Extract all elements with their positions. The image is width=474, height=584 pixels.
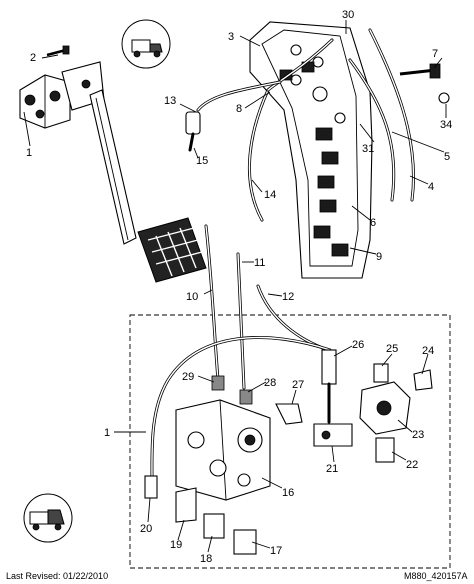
brake-pedal-pad (137, 217, 207, 283)
callout-31: 31 (362, 143, 374, 155)
callout-12: 12 (282, 291, 294, 303)
bolt-part-7 (399, 63, 441, 79)
bolt-part-2 (46, 45, 70, 57)
fitting-29 (211, 375, 225, 391)
air-lines-upper (247, 28, 416, 222)
callout-6: 6 (370, 217, 376, 229)
line-part-13 (185, 80, 282, 152)
callout-1-lower: 1 (104, 427, 110, 439)
callout-labels: 2 1 3 30 7 34 13 8 31 5 15 4 14 6 9 11 1… (26, 9, 452, 565)
leader-lines (23, 20, 447, 553)
brake-pedal-arm (89, 89, 137, 245)
callout-3: 3 (228, 31, 234, 43)
brake-valve-pedal-bracket (19, 61, 105, 129)
callout-16: 16 (282, 487, 294, 499)
fitting-17 (233, 529, 257, 555)
fitting-18 (203, 513, 225, 539)
nut-part-34 (438, 92, 450, 104)
fitting-22 (375, 437, 395, 463)
fitting-20 (144, 475, 158, 499)
callout-17: 17 (270, 545, 282, 557)
callout-2: 2 (30, 52, 36, 64)
callout-11: 11 (254, 257, 265, 269)
elbow-19 (175, 487, 197, 523)
truck-thumbnail-bottom (23, 493, 73, 543)
callout-30: 30 (342, 9, 354, 21)
callout-14: 14 (264, 189, 276, 201)
callout-15: 15 (196, 155, 208, 167)
callout-18: 18 (200, 553, 212, 565)
callout-29: 29 (182, 371, 194, 383)
callout-24: 24 (422, 345, 434, 357)
callout-25: 25 (386, 343, 398, 355)
callout-13: 13 (164, 95, 176, 107)
callout-20: 20 (140, 523, 152, 535)
valve-26 (321, 349, 337, 424)
elbow-fitting-27 (275, 403, 303, 425)
fitting-28 (239, 389, 253, 405)
callout-8: 8 (236, 103, 242, 115)
callout-27: 27 (292, 379, 304, 391)
elbow-24 (413, 369, 433, 391)
callout-22: 22 (406, 459, 418, 471)
callout-10: 10 (186, 291, 198, 303)
callout-34: 34 (440, 119, 452, 131)
callout-23: 23 (412, 429, 424, 441)
callout-21: 21 (326, 463, 338, 475)
manifold-fittings (279, 61, 349, 257)
mounting-plate-manifold (249, 21, 373, 279)
callout-4: 4 (428, 181, 434, 193)
brake-valve-lower-16 (175, 399, 271, 501)
callout-26: 26 (352, 339, 364, 351)
callout-5: 5 (444, 151, 450, 163)
detail-enclosure (129, 314, 451, 569)
callout-19: 19 (170, 539, 182, 551)
callout-1-top: 1 (26, 147, 32, 159)
callout-28: 28 (264, 377, 276, 389)
callout-9: 9 (376, 251, 382, 263)
truck-thumbnail-top (121, 19, 171, 69)
callout-7: 7 (432, 48, 438, 60)
last-revised-text: Last Revised: 01/22/2010 (6, 571, 108, 581)
lines-10-11-12 (150, 224, 332, 482)
figure-id-text: M880_420157A (404, 571, 468, 581)
fitting-25 (373, 363, 389, 383)
footer: Last Revised: 01/22/2010 M880_420157A (6, 571, 468, 581)
relay-valve-23 (359, 381, 411, 435)
tee-fitting-21 (313, 423, 353, 447)
